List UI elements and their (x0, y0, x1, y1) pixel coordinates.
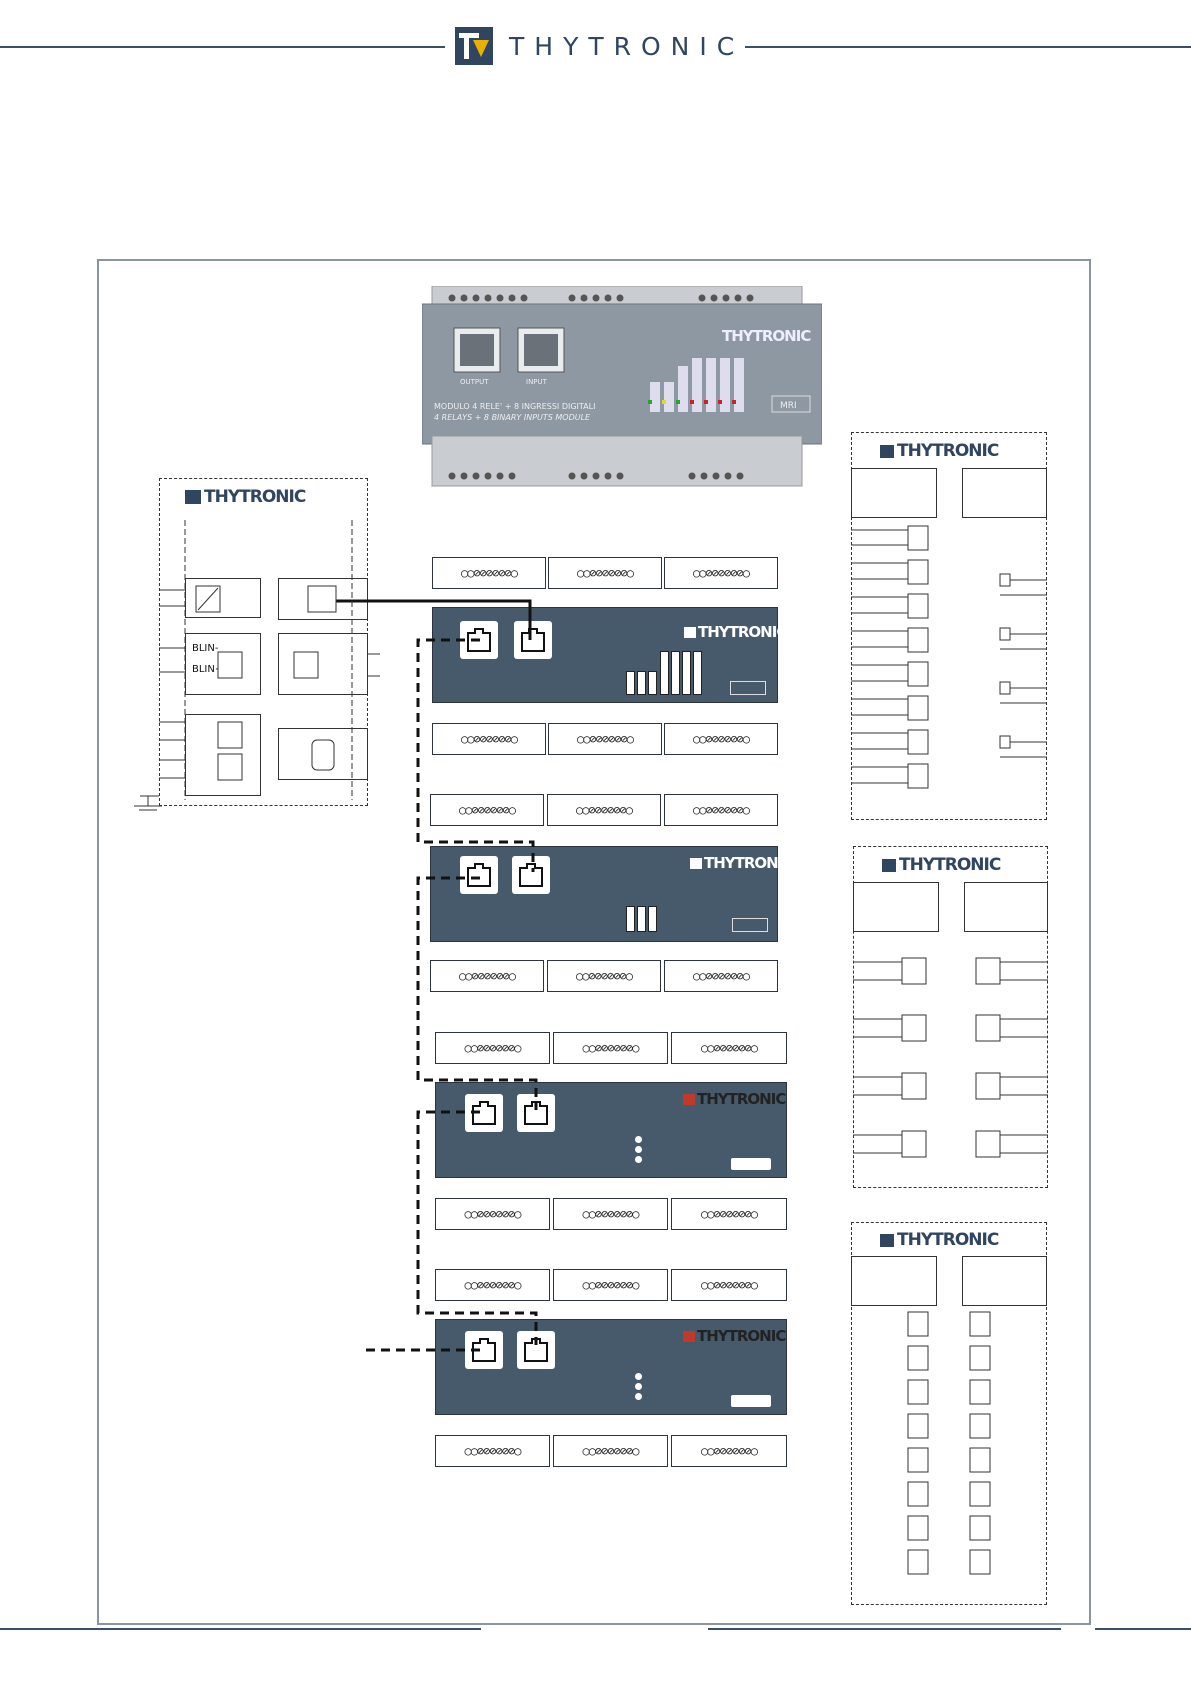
led-dot (635, 1383, 642, 1390)
terminal-strip: ○○⊘⊘⊘⊘⊘⊘○ (671, 1435, 787, 1467)
thytronic-logo-icon (455, 27, 493, 65)
svg-text:MODULO 4 RELE' + 8 INGRESSI DI: MODULO 4 RELE' + 8 INGRESSI DIGITALI (434, 402, 595, 411)
svg-text:MRI: MRI (780, 401, 797, 411)
header-rule-right (745, 46, 1191, 48)
header-brand-text: THYTRONIC (509, 31, 745, 61)
blin-minus-label: BLIN- (192, 643, 219, 654)
svg-text:4 RELAYS + 8 BINARY INPUTS MOD: 4 RELAYS + 8 BINARY INPUTS MODULE (434, 413, 591, 422)
terminal-strip: ○○⊘⊘⊘⊘⊘⊘○ (435, 1032, 550, 1064)
thytronic-red-mark-icon (683, 1093, 695, 1105)
dip-switch (693, 651, 702, 695)
dip-switch (671, 651, 680, 695)
footer-rule-2 (708, 1628, 1061, 1630)
right-box-1-port-b (962, 468, 1047, 518)
right-box-2-port-a (853, 882, 939, 932)
right-box-1-brand: THYTRONIC (880, 441, 999, 461)
module-brand: THYTRONIC (690, 854, 793, 872)
dip-switch (626, 671, 635, 695)
terminal-strip: ○○⊘⊘⊘⊘⊘⊘○ (432, 557, 546, 589)
dip-switch (626, 906, 635, 932)
right-box-3-port-b (962, 1256, 1047, 1306)
dip-switch (682, 651, 691, 695)
rj45-port-input (512, 856, 550, 894)
right-module-box-3 (851, 1222, 1047, 1605)
led-dot (635, 1136, 642, 1143)
thytronic-mark-icon (880, 1233, 894, 1247)
right-box-2-port-b (964, 882, 1048, 932)
terminal-strip: ○○⊘⊘⊘⊘⊘⊘○ (664, 723, 778, 755)
terminal-strip: ○○⊘⊘⊘⊘⊘⊘○ (548, 723, 662, 755)
dip-switch (648, 671, 657, 695)
module-brand: THYTRONIC (683, 1090, 786, 1108)
svg-text:THYTRONIC: THYTRONIC (722, 327, 811, 345)
module-brand: THYTRONIC (684, 623, 787, 641)
terminal-strip: ○○⊘⊘⊘⊘⊘⊘○ (553, 1032, 668, 1064)
label-slot (731, 1395, 771, 1407)
terminal-strip: ○○⊘⊘⊘⊘⊘⊘○ (671, 1269, 787, 1301)
left-blout-box (278, 633, 368, 695)
thytronic-mark-icon (690, 857, 702, 869)
svg-text:INPUT: INPUT (526, 378, 548, 386)
right-box-3-brand: THYTRONIC (880, 1230, 999, 1250)
footer-rule-3 (1095, 1628, 1191, 1630)
label-slot (732, 918, 768, 932)
thytronic-mark-icon (882, 858, 896, 872)
left-box-brand: THYTRONIC (185, 487, 306, 507)
terminal-strip: ○○⊘⊘⊘⊘⊘⊘○ (553, 1435, 668, 1467)
svg-text:OUTPUT: OUTPUT (460, 378, 489, 386)
rj45-port-input (514, 621, 552, 659)
footer-rule-1 (0, 1628, 481, 1630)
rj45-port-input (517, 1094, 555, 1132)
blin-plus-label: BLIN+ (192, 664, 224, 675)
thytronic-red-mark-icon (683, 1330, 695, 1342)
device-photo: OUTPUT INPUT THYTRONIC MODULO 4 RELE' + … (422, 286, 822, 487)
label-slot (730, 681, 766, 695)
module-2: ○○⊘⊘⊘⊘⊘⊘○ ○○⊘⊘⊘⊘⊘⊘○ ○○⊘⊘⊘⊘⊘⊘○ THYTRONIC … (430, 794, 793, 1008)
thytronic-mark-icon (880, 444, 894, 458)
module-4: ○○⊘⊘⊘⊘⊘⊘○ ○○⊘⊘⊘⊘⊘⊘○ ○○⊘⊘⊘⊘⊘⊘○ THYTRONIC … (435, 1269, 787, 1473)
terminal-strip: ○○⊘⊘⊘⊘⊘⊘○ (671, 1198, 787, 1230)
led-dot (635, 1156, 642, 1163)
terminal-strip: ○○⊘⊘⊘⊘⊘⊘○ (430, 794, 544, 826)
header-rule-left (0, 46, 445, 48)
terminal-strip: ○○⊘⊘⊘⊘⊘⊘○ (664, 960, 778, 992)
thytronic-mark-icon (684, 626, 696, 638)
diagram-frame (97, 259, 1091, 1625)
right-module-box-2 (853, 846, 1048, 1188)
terminal-strip: ○○⊘⊘⊘⊘⊘⊘○ (430, 960, 544, 992)
terminal-strip: ○○⊘⊘⊘⊘⊘⊘○ (435, 1269, 550, 1301)
terminal-strip: ○○⊘⊘⊘⊘⊘⊘○ (553, 1269, 668, 1301)
rj45-port-output (460, 856, 498, 894)
module-brand: THYTRONIC (683, 1327, 786, 1345)
terminal-strip: ○○⊘⊘⊘⊘⊘⊘○ (671, 1032, 787, 1064)
module-3: ○○⊘⊘⊘⊘⊘⊘○ ○○⊘⊘⊘⊘⊘⊘○ ○○⊘⊘⊘⊘⊘⊘○ THYTRONIC … (435, 1032, 787, 1236)
dip-switch (637, 671, 646, 695)
led-dot (635, 1373, 642, 1380)
thytronic-mark-icon (185, 490, 201, 504)
terminal-strip: ○○⊘⊘⊘⊘⊘⊘○ (547, 794, 661, 826)
led-dot (635, 1393, 642, 1400)
terminal-strip: ○○⊘⊘⊘⊘⊘⊘○ (553, 1198, 668, 1230)
header-logo: THYTRONIC (455, 27, 744, 65)
led-dot (635, 1146, 642, 1153)
terminal-strip: ○○⊘⊘⊘⊘⊘⊘○ (548, 557, 662, 589)
dip-switch (648, 906, 657, 932)
right-box-1-port-a (851, 468, 937, 518)
dip-switch (660, 651, 669, 695)
right-module-box-1 (851, 432, 1047, 820)
terminal-strip: ○○⊘⊘⊘⊘⊘⊘○ (435, 1435, 550, 1467)
label-slot (731, 1158, 771, 1170)
terminal-strip: ○○⊘⊘⊘⊘⊘⊘○ (432, 723, 546, 755)
terminal-strip: ○○⊘⊘⊘⊘⊘⊘○ (664, 557, 778, 589)
dip-switch (637, 906, 646, 932)
terminal-strip: ○○⊘⊘⊘⊘⊘⊘○ (547, 960, 661, 992)
terminal-strip: ○○⊘⊘⊘⊘⊘⊘○ (435, 1198, 550, 1230)
right-box-2-brand: THYTRONIC (882, 855, 1001, 875)
right-box-3-port-a (851, 1256, 937, 1306)
terminal-strip: ○○⊘⊘⊘⊘⊘⊘○ (664, 794, 778, 826)
